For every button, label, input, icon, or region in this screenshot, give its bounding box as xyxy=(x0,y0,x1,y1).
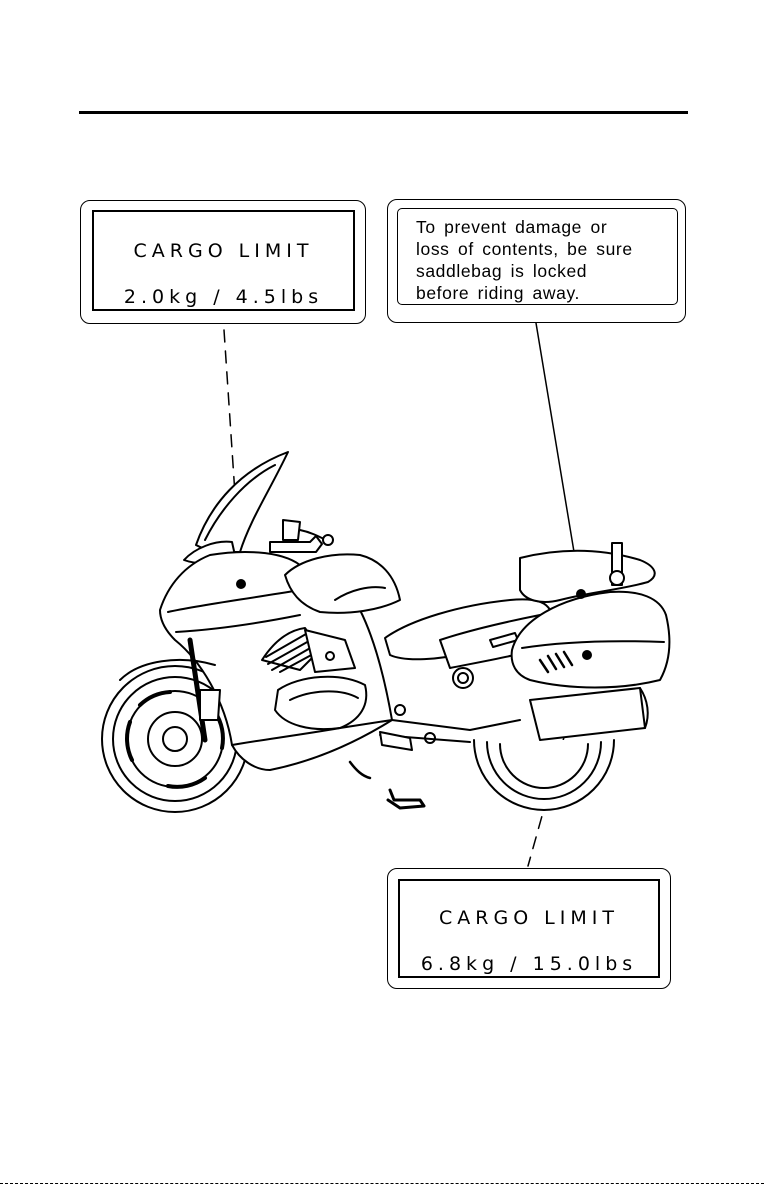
warning-line: before riding away. xyxy=(416,282,633,304)
muffler xyxy=(530,688,645,740)
rear-cargo-limit-frame: CARGO LIMIT 6.8kg / 15.0lbs xyxy=(398,879,660,978)
warning-label-dot xyxy=(577,590,585,598)
warning-line: loss of contents, be sure xyxy=(416,238,633,260)
saddlebag-warning-text: To prevent damage or loss of contents, b… xyxy=(416,216,633,304)
front-cargo-limit-label: CARGO LIMIT 2.0kg / 4.5lbs xyxy=(80,200,366,324)
warning-line: saddlebag is locked xyxy=(416,260,633,282)
side-stand xyxy=(388,790,424,808)
front-cargo-limit-title: CARGO LIMIT xyxy=(94,240,353,262)
warning-line: To prevent damage or xyxy=(416,216,633,238)
saddlebag-warning-frame: To prevent damage or loss of contents, b… xyxy=(397,208,678,305)
front-cargo-limit-frame: CARGO LIMIT 2.0kg / 4.5lbs xyxy=(92,210,355,311)
saddlebag-warning-label: To prevent damage or loss of contents, b… xyxy=(387,199,686,323)
front-cargo-limit-value: 2.0kg / 4.5lbs xyxy=(94,286,353,308)
rear-wheel xyxy=(474,740,614,810)
page-edge-rule xyxy=(0,1183,764,1184)
rear-cargo-limit-value: 6.8kg / 15.0lbs xyxy=(400,953,658,975)
front-label-dot xyxy=(237,580,245,588)
windscreen xyxy=(196,452,288,552)
rear-label-dot xyxy=(583,651,591,659)
rear-cargo-limit-label: CARGO LIMIT 6.8kg / 15.0lbs xyxy=(387,868,671,989)
rear-cargo-limit-title: CARGO LIMIT xyxy=(400,907,658,929)
